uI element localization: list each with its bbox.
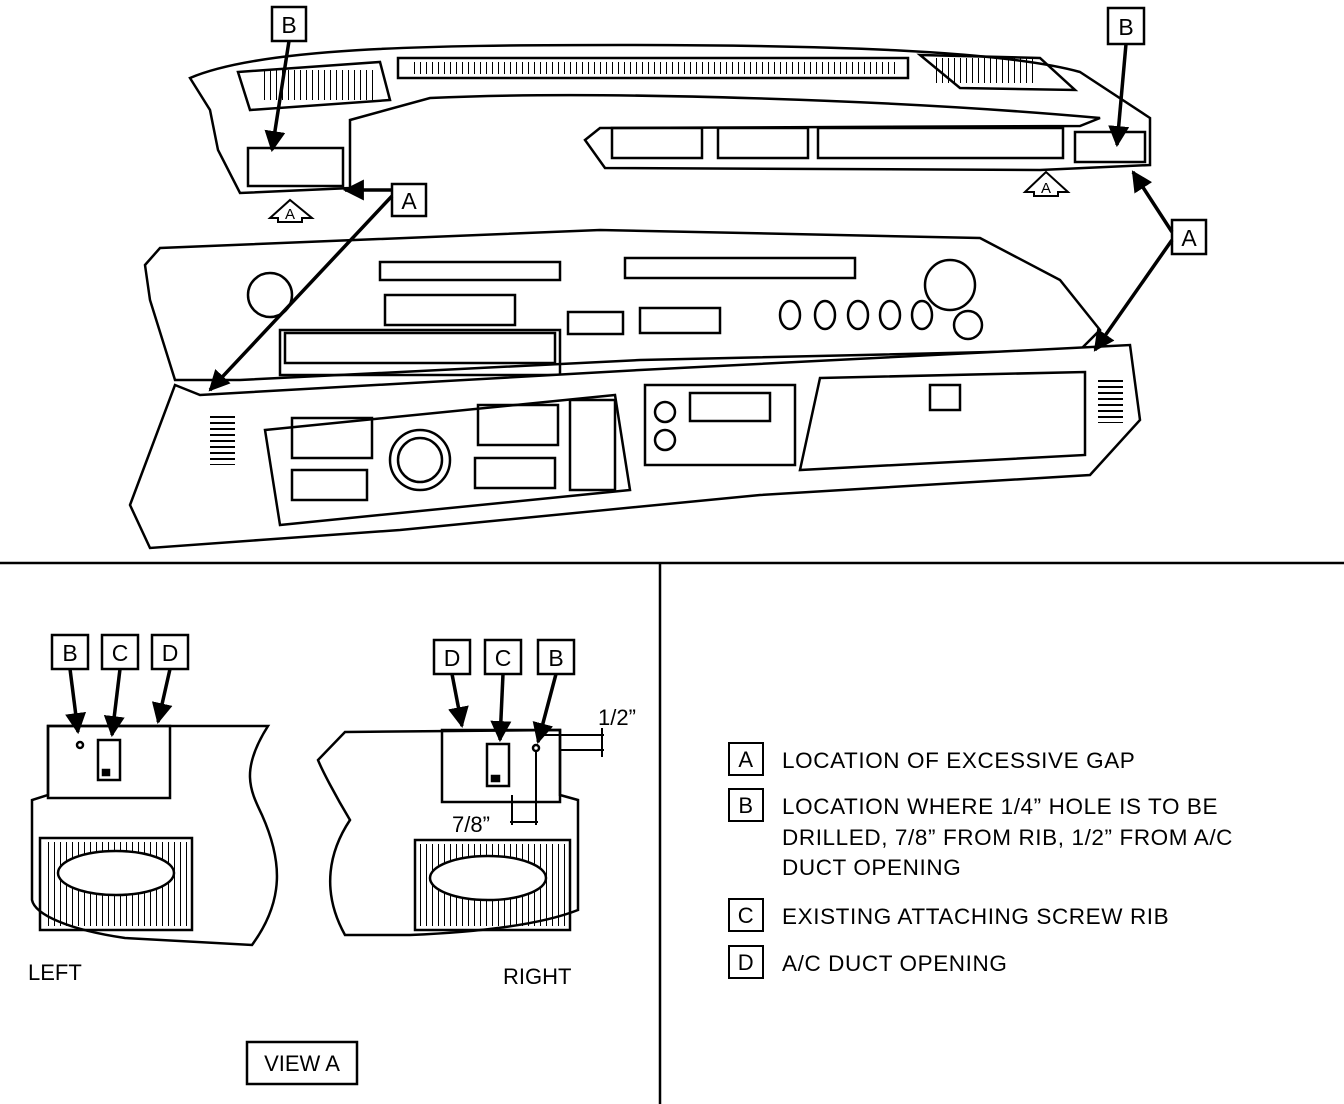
svg-text:B: B (281, 12, 296, 38)
svg-text:B: B (548, 645, 563, 671)
legend-key-c: C (728, 898, 764, 932)
svg-text:A: A (1181, 225, 1197, 251)
callout-b-right: B (1106, 6, 1146, 148)
legend-text-d: A/C DUCT OPENING (782, 951, 1008, 976)
left-callouts: B C D (50, 633, 190, 738)
view-a-title: VIEW A (245, 1040, 359, 1086)
legend-text-a: LOCATION OF EXCESSIVE GAP (782, 748, 1136, 773)
svg-text:C: C (495, 645, 512, 671)
legend-key-d: D (728, 945, 764, 979)
svg-text:B: B (1118, 14, 1133, 40)
legend-text-b-line2: DRILLED, 7/8” FROM RIB, 1/2” FROM A/C (782, 825, 1234, 850)
svg-text:VIEW A: VIEW A (264, 1051, 340, 1076)
view-arrow-left: A (267, 198, 315, 223)
svg-text:C: C (112, 640, 129, 666)
legend-text-b-line1: LOCATION WHERE 1/4” HOLE IS TO BE (782, 794, 1219, 819)
dim-half-label: 1/2” (598, 705, 636, 730)
cluster-housing (128, 331, 1142, 550)
right-callouts: D C B (432, 638, 576, 745)
view-arrow-right: A (1022, 170, 1071, 197)
svg-text:A: A (285, 206, 295, 223)
dim-seven-eighths-label: 7/8” (452, 812, 490, 837)
legend-key-a: A (728, 742, 764, 776)
left-label: LEFT (28, 960, 82, 985)
svg-text:B: B (62, 640, 77, 666)
legend-key-b: B (728, 788, 764, 822)
left-detail (30, 724, 279, 947)
right-label: RIGHT (503, 964, 571, 989)
svg-text:D: D (444, 645, 461, 671)
callout-a-left: A (208, 179, 428, 392)
callout-a-right: A (1093, 170, 1208, 352)
svg-text:D: D (162, 640, 179, 666)
dash-substructure (143, 228, 1102, 382)
legend-text-c: EXISTING ATTACHING SCREW RIB (782, 904, 1170, 929)
side-vent-hatching (210, 378, 1123, 465)
right-detail (316, 728, 580, 937)
callout-b-left: B (264, 5, 308, 153)
legend-text-b-line3: DUCT OPENING (782, 855, 962, 880)
right-dimensions (510, 728, 604, 825)
svg-text:A: A (1041, 180, 1051, 197)
svg-text:A: A (401, 188, 417, 214)
